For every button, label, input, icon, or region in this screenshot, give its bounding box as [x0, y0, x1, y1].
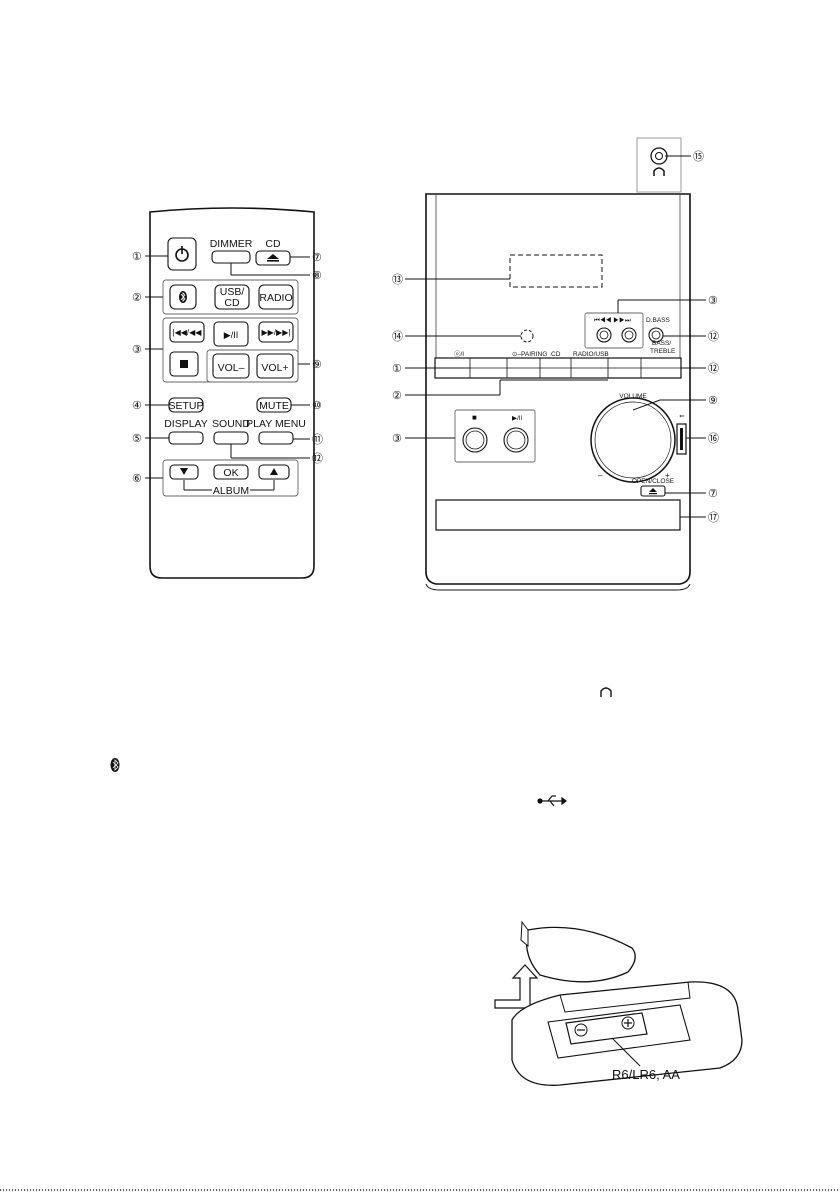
svg-text:⑪: ⑪	[312, 433, 323, 446]
unit-stop-button[interactable]	[463, 428, 487, 452]
unit-power-button[interactable]	[470, 358, 507, 378]
svg-text:TREBLE: TREBLE	[650, 348, 676, 355]
svg-text:⑬: ⑬	[392, 273, 403, 286]
svg-text:ⓞ/I: ⓞ/I	[454, 350, 464, 358]
svg-text:⑫: ⑫	[708, 330, 719, 343]
svg-text:D.BASS: D.BASS	[646, 317, 671, 324]
svg-text:②: ②	[132, 292, 142, 304]
svg-text:■: ■	[472, 413, 477, 422]
svg-text:CD: CD	[224, 297, 240, 309]
unit-play-pause-button[interactable]	[504, 428, 528, 452]
bluetooth-icon	[111, 758, 120, 772]
skip-back-icon: |◀◀/◀◀	[173, 328, 203, 337]
svg-text:①: ①	[392, 363, 402, 375]
remote-dimmer-button[interactable]	[212, 251, 250, 263]
svg-text:⑭: ⑭	[392, 330, 403, 343]
svg-text:VOL–: VOL–	[218, 362, 245, 374]
svg-text:RADIO/USB: RADIO/USB	[573, 351, 609, 358]
svg-text:⑨: ⑨	[312, 359, 322, 371]
remote-control: DIMMER CD USB/ CD RADIO |◀◀/◀◀ ▶/II ▶▶/▶…	[150, 208, 314, 578]
svg-text:③: ③	[132, 344, 142, 356]
svg-text:SETUP: SETUP	[168, 400, 203, 412]
svg-text:⑨: ⑨	[708, 395, 718, 407]
disc-tray[interactable]	[436, 500, 680, 530]
battery-lid	[527, 927, 636, 981]
remote-play-menu-button[interactable]	[259, 432, 293, 444]
svg-text:③: ③	[392, 433, 402, 445]
headphones-icon	[601, 688, 611, 697]
usb-icon: ⇐	[679, 413, 685, 420]
svg-text:⊙–PAIRING: ⊙–PAIRING	[512, 351, 547, 358]
main-unit: ⏮◀◀ ▶▶⏭ D.BASS ⓞ/I ⊙–PAIRING CD RADIO/US…	[426, 138, 690, 590]
svg-text:⑫: ⑫	[708, 362, 719, 375]
unit-skip-back-button[interactable]	[597, 328, 611, 342]
arrow-icon	[495, 965, 537, 1008]
svg-text:⑩: ⑩	[312, 400, 322, 412]
unit-volume-knob[interactable]	[591, 398, 675, 482]
svg-text:⑫: ⑫	[312, 452, 323, 465]
svg-text:⑦: ⑦	[312, 252, 322, 264]
play-pause-icon: ▶/II	[224, 330, 238, 340]
svg-text:⑧: ⑧	[312, 270, 322, 282]
svg-text:⑯: ⑯	[708, 432, 719, 445]
svg-text:▶/II: ▶/II	[512, 415, 523, 422]
svg-text:RADIO: RADIO	[259, 292, 292, 304]
svg-text:④: ④	[132, 400, 142, 412]
unit-pairing-button[interactable]	[507, 358, 540, 378]
svg-text:⑥: ⑥	[132, 473, 142, 485]
remote-dimmer-label: DIMMER	[210, 238, 253, 250]
svg-text:VOL+: VOL+	[261, 362, 288, 374]
stop-icon	[180, 360, 188, 368]
headphone-inset	[637, 138, 681, 192]
remote-album-label: ALBUM	[213, 485, 249, 497]
svg-text:⑦: ⑦	[708, 488, 718, 500]
svg-text:①: ①	[132, 251, 142, 263]
svg-text:OPEN/CLOSE: OPEN/CLOSE	[632, 478, 675, 485]
unit-skip-forward-button[interactable]	[622, 328, 636, 342]
unit-cd-button[interactable]	[540, 358, 571, 378]
svg-text:⑮: ⑮	[693, 150, 704, 163]
svg-text:PLAY MENU: PLAY MENU	[246, 418, 306, 430]
svg-text:BASS/: BASS/	[652, 340, 671, 347]
svg-text:⏮◀◀ ▶▶⏭: ⏮◀◀ ▶▶⏭	[594, 317, 631, 324]
unit-bass-treble-button[interactable]	[641, 358, 681, 378]
svg-text:DISPLAY: DISPLAY	[164, 418, 208, 430]
remote-sound-button[interactable]	[214, 432, 248, 444]
battery-diagram: R6/LR6, AA	[495, 922, 742, 1085]
svg-text:③: ③	[708, 295, 718, 307]
remote-cd-label: CD	[265, 238, 281, 250]
battery-type-label: R6/LR6, AA	[612, 1067, 680, 1082]
usb-icon	[538, 796, 566, 806]
unit-radio-usb-button[interactable]	[571, 358, 608, 378]
remote-display-button[interactable]	[169, 432, 203, 444]
svg-text:MUTE: MUTE	[259, 400, 289, 412]
svg-text:CD: CD	[551, 351, 561, 358]
svg-text:–: –	[598, 471, 603, 480]
skip-forward-icon: ▶▶/▶▶|	[262, 328, 291, 337]
svg-text:②: ②	[392, 390, 402, 402]
svg-text:⑤: ⑤	[132, 433, 142, 445]
svg-text:SOUND: SOUND	[212, 418, 250, 430]
svg-text:⑰: ⑰	[708, 511, 719, 524]
svg-text:OK: OK	[223, 467, 238, 479]
